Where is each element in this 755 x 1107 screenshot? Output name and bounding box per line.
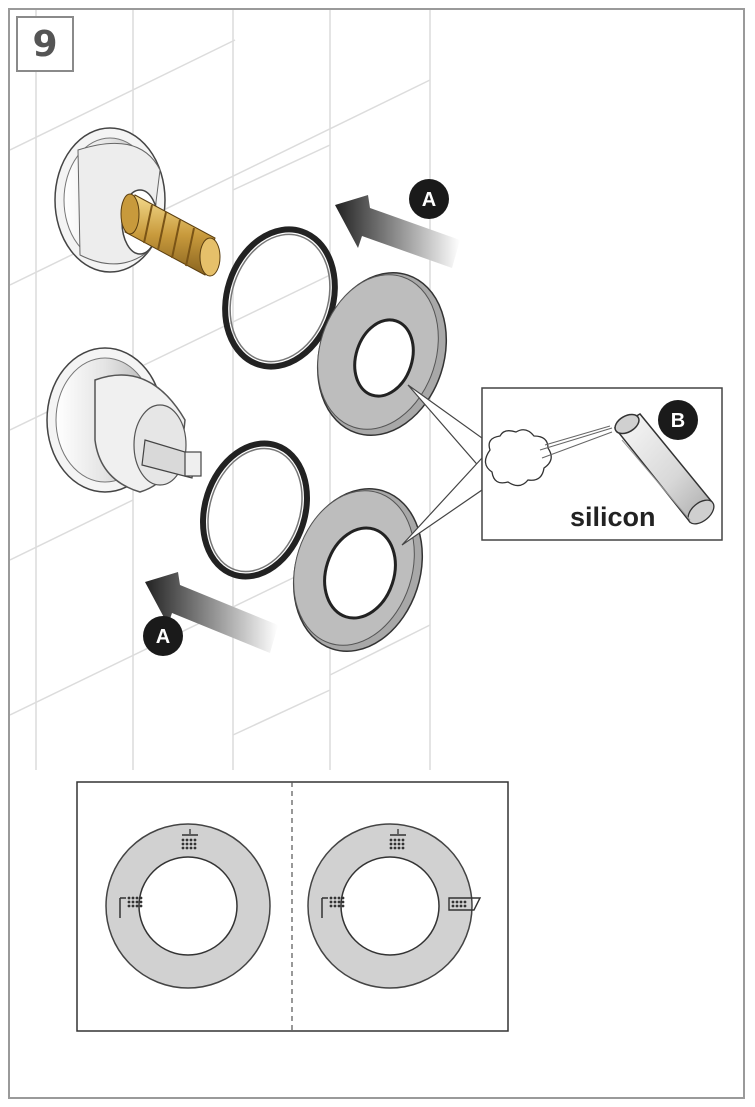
svg-text:A: A xyxy=(422,189,436,211)
arrow-lower xyxy=(145,572,278,653)
o-ring-lower xyxy=(200,440,310,580)
upper-valve xyxy=(54,127,221,277)
hand-shower-icon xyxy=(321,896,345,918)
plate-variant-three-outlets xyxy=(307,823,482,989)
callout-a-top: A xyxy=(409,179,449,219)
brass-spindle xyxy=(120,193,221,277)
hand-shower-icon xyxy=(119,896,143,918)
silicon-label: silicon xyxy=(570,502,656,532)
svg-text:B: B xyxy=(671,410,685,432)
o-ring-upper xyxy=(222,226,338,370)
callout-b: B xyxy=(658,400,698,440)
callout-a-bottom: A xyxy=(143,616,183,656)
bathtub-spout-icon xyxy=(448,897,482,911)
o-ring-lower-inner xyxy=(207,447,303,573)
wall-tiles xyxy=(10,10,431,770)
plate-variant-two-outlets xyxy=(105,823,271,989)
plate-variants-panel xyxy=(76,781,509,1032)
spray-cloud-icon xyxy=(484,429,552,487)
silicon-spray-can-icon xyxy=(613,413,715,525)
spray-mist xyxy=(539,425,613,459)
step-number: 9 xyxy=(16,16,74,72)
cover-plate-upper xyxy=(316,272,448,436)
shower-head-icon xyxy=(389,829,406,850)
o-ring-upper-inner xyxy=(229,233,331,363)
arrow-upper xyxy=(335,195,460,268)
cover-plate-lower xyxy=(292,488,424,652)
silicon-detail-box: B silicon xyxy=(481,387,723,541)
lower-valve xyxy=(46,347,202,493)
page-frame xyxy=(8,8,745,1099)
svg-text:A: A xyxy=(156,626,170,648)
shower-head-icon xyxy=(181,829,198,850)
